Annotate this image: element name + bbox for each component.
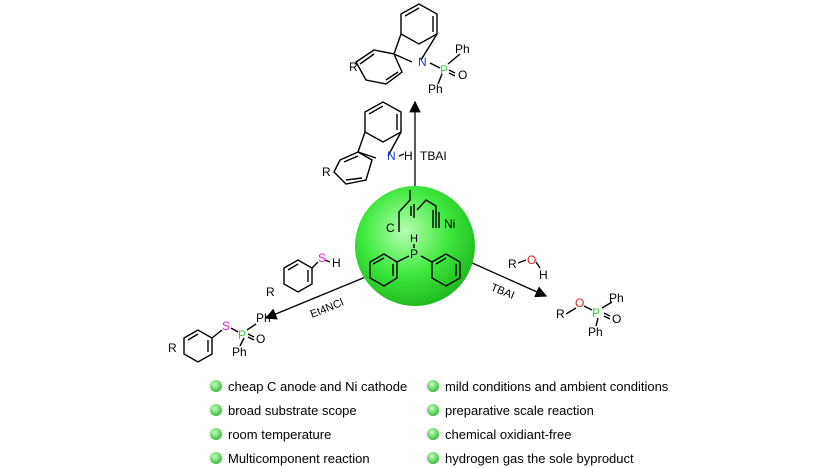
alcohol-structure — [517, 259, 541, 269]
product-right-r: R — [556, 307, 565, 321]
arrow-right — [469, 261, 548, 298]
electrode-symbol — [398, 190, 440, 232]
arrow-left — [264, 275, 369, 320]
product-left-o: O — [256, 332, 265, 346]
center-p: P — [410, 247, 418, 261]
thiol-structure — [283, 259, 331, 293]
product-right-p: P — [592, 306, 600, 320]
feature-left-2: broad substrate scope — [228, 403, 357, 418]
cathode-label: Ni — [444, 217, 455, 231]
bullet-icon — [210, 404, 222, 416]
alcohol-r: R — [508, 257, 517, 271]
product-left-ph1: Ph — [256, 311, 271, 325]
product-top-o: O — [458, 68, 467, 82]
thiol-s: S — [318, 251, 326, 265]
product-top-ph2: Ph — [428, 82, 443, 96]
product-right-ph1: Ph — [609, 291, 624, 305]
product-top-ph1: Ph — [455, 42, 470, 56]
diphenylphosphine-structure — [369, 244, 461, 287]
thiol-h: H — [332, 256, 341, 270]
feature-left-3: room temperature — [228, 427, 331, 442]
bullet-icon — [210, 428, 222, 440]
carbazole-h: H — [404, 149, 413, 163]
right-condition: TBAI — [489, 282, 516, 302]
product-top-n: N — [418, 55, 427, 69]
bullet-icon — [427, 428, 439, 440]
product-left-p: P — [238, 328, 246, 342]
product-right-ph2: Ph — [588, 325, 603, 339]
product-top-structure — [355, 3, 461, 85]
thiol-r: R — [266, 285, 275, 299]
alcohol-o: O — [527, 253, 536, 267]
feature-left-1: cheap C anode and Ni cathode — [228, 379, 407, 394]
product-top-p: P — [440, 63, 448, 77]
bullet-icon — [210, 452, 222, 464]
product-top-r: R — [349, 60, 358, 74]
feature-right-3: chemical oxidiant-free — [445, 427, 571, 442]
product-left-structure — [183, 323, 257, 363]
carbazole-n: N — [387, 149, 396, 163]
features-left: cheap C anode and Ni cathode broad subst… — [210, 379, 407, 466]
feature-left-4: Multicomponent reaction — [228, 451, 370, 466]
center-h: H — [410, 233, 418, 245]
bullet-icon — [427, 452, 439, 464]
feature-right-1: mild conditions and ambient conditions — [445, 379, 669, 394]
product-left-r: R — [168, 341, 177, 355]
bullet-icon — [210, 380, 222, 392]
product-right-o2: O — [612, 312, 621, 326]
top-condition: TBAI — [420, 149, 447, 163]
bullet-icon — [427, 404, 439, 416]
product-left-ph2: Ph — [232, 345, 247, 359]
electrolysis-sphere — [355, 186, 475, 306]
carbazole-structure — [333, 101, 405, 185]
carbazole-r: R — [322, 165, 331, 179]
product-right-o: O — [575, 296, 584, 310]
features-right: mild conditions and ambient conditions p… — [427, 379, 669, 466]
anode-label: C — [386, 221, 395, 235]
product-right-structure — [565, 301, 613, 327]
feature-right-4: hydrogen gas the sole byproduct — [445, 451, 634, 466]
left-condition: Et4NCl — [309, 297, 346, 321]
product-left-s: S — [222, 319, 230, 333]
bullet-icon — [427, 380, 439, 392]
feature-right-2: preparative scale reaction — [445, 403, 594, 418]
alcohol-h: H — [539, 268, 548, 282]
